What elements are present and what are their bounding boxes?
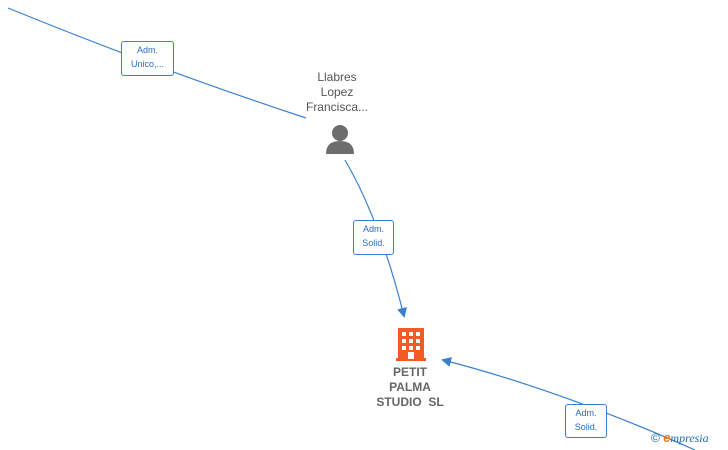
person-name-line: Lopez	[320, 85, 354, 99]
company-name-line: STUDIO SL	[376, 395, 444, 409]
company-name-label[interactable]: PETIT PALMA STUDIO SL	[360, 365, 460, 410]
person-icon[interactable]	[326, 125, 354, 154]
edge-label-line: Adm.	[136, 45, 158, 55]
person-name-line: Francisca...	[305, 100, 368, 114]
edge-label-line: Adm.	[362, 224, 384, 234]
edge-label-line: Solid.	[574, 422, 598, 432]
edge-label-line: Solid.	[362, 238, 385, 248]
edge-label-line: Adm.	[575, 408, 597, 418]
edge-label-adm-unico[interactable]: Adm. Unico,...	[121, 41, 174, 76]
building-icon[interactable]	[396, 328, 426, 361]
person-name-line: Llabres	[317, 70, 357, 84]
brand-name: mpresia	[670, 431, 709, 445]
person-name-label[interactable]: Llabres Lopez Francisca...	[290, 70, 384, 115]
empresia-watermark: © empresia	[651, 430, 709, 446]
edge-label-adm-solid[interactable]: Adm. Solid.	[565, 404, 607, 438]
edge-label-adm-solid[interactable]: Adm. Solid.	[353, 220, 394, 255]
edge-line-3	[441, 357, 696, 450]
company-name-line: PALMA	[389, 380, 431, 394]
brand-initial: e	[663, 430, 671, 445]
edge-label-line: Unico,...	[130, 59, 164, 69]
company-name-line: PETIT	[392, 365, 427, 379]
copyright-symbol: ©	[651, 431, 660, 445]
